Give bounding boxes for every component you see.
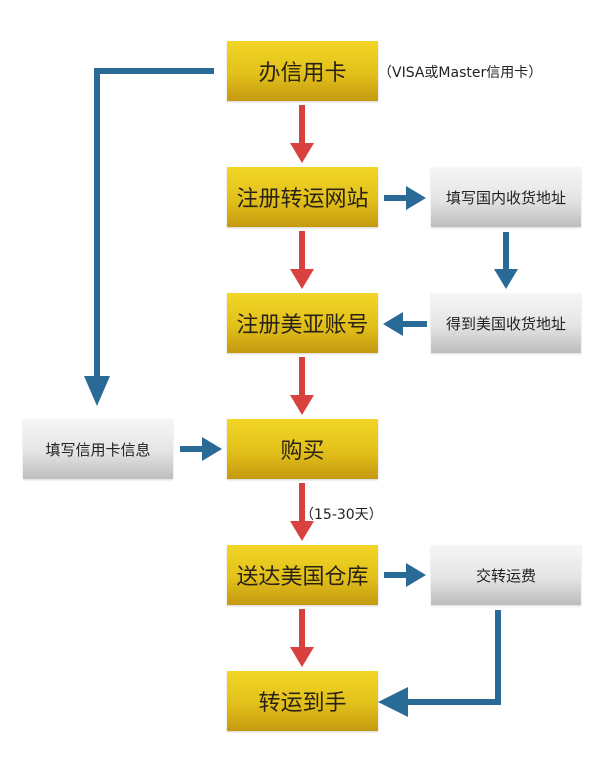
- step-register-forwarder: 注册转运网站: [227, 167, 378, 227]
- arrow-card-to-cardinfo-line: [94, 68, 214, 386]
- arrow-register-to-domestic-head-icon: [406, 186, 426, 210]
- arrow-warehouse-to-shipping-head-icon: [406, 563, 426, 587]
- step-label: 填写信用卡信息: [45, 440, 151, 459]
- arrow-cardinfo-to-purchase-head-icon: [202, 437, 222, 461]
- arrow-domestic-to-us-head-icon: [494, 269, 518, 289]
- step-label: 购买: [280, 439, 325, 464]
- step-label: 送达美国仓库: [236, 565, 369, 590]
- step-purchase: 购买: [227, 419, 378, 479]
- step-receive: 转运到手: [227, 671, 378, 731]
- step-arrive-warehouse: 送达美国仓库: [227, 545, 378, 605]
- arrow-purchase-to-warehouse-head-icon: [290, 521, 314, 541]
- arrow-register-to-amazon-head-icon: [290, 269, 314, 289]
- step-label: 交转运费: [475, 566, 536, 585]
- arrow-shipping-to-receive-head-icon: [378, 687, 408, 717]
- step-pay-shipping: 交转运费: [431, 545, 581, 605]
- step-label: 注册转运网站: [236, 187, 369, 212]
- step-label: 注册美亚账号: [236, 313, 369, 338]
- step-label: 转运到手: [258, 691, 347, 716]
- note-shipping-time: （15-30天）: [300, 507, 383, 523]
- step-fill-domestic-address: 填写国内收货地址: [431, 167, 581, 227]
- step-get-us-address: 得到美国收货地址: [431, 293, 581, 353]
- arrow-apply-to-register-head-icon: [290, 143, 314, 163]
- step-apply-card: 办信用卡: [227, 41, 378, 101]
- step-label: 得到美国收货地址: [445, 314, 566, 333]
- arrow-card-to-cardinfo-head-icon: [84, 376, 110, 406]
- arrow-shipping-to-receive-line: [406, 610, 501, 705]
- note-card-type: （VISA或Master信用卡）: [378, 65, 543, 81]
- step-label: 填写国内收货地址: [445, 188, 566, 207]
- arrow-amazon-to-purchase-head-icon: [290, 395, 314, 415]
- arrow-warehouse-to-receive-head-icon: [290, 647, 314, 667]
- arrow-us-to-amazon-head-icon: [383, 312, 403, 336]
- step-register-amazon: 注册美亚账号: [227, 293, 378, 353]
- step-fill-card-info: 填写信用卡信息: [23, 419, 173, 479]
- step-label: 办信用卡: [258, 61, 347, 86]
